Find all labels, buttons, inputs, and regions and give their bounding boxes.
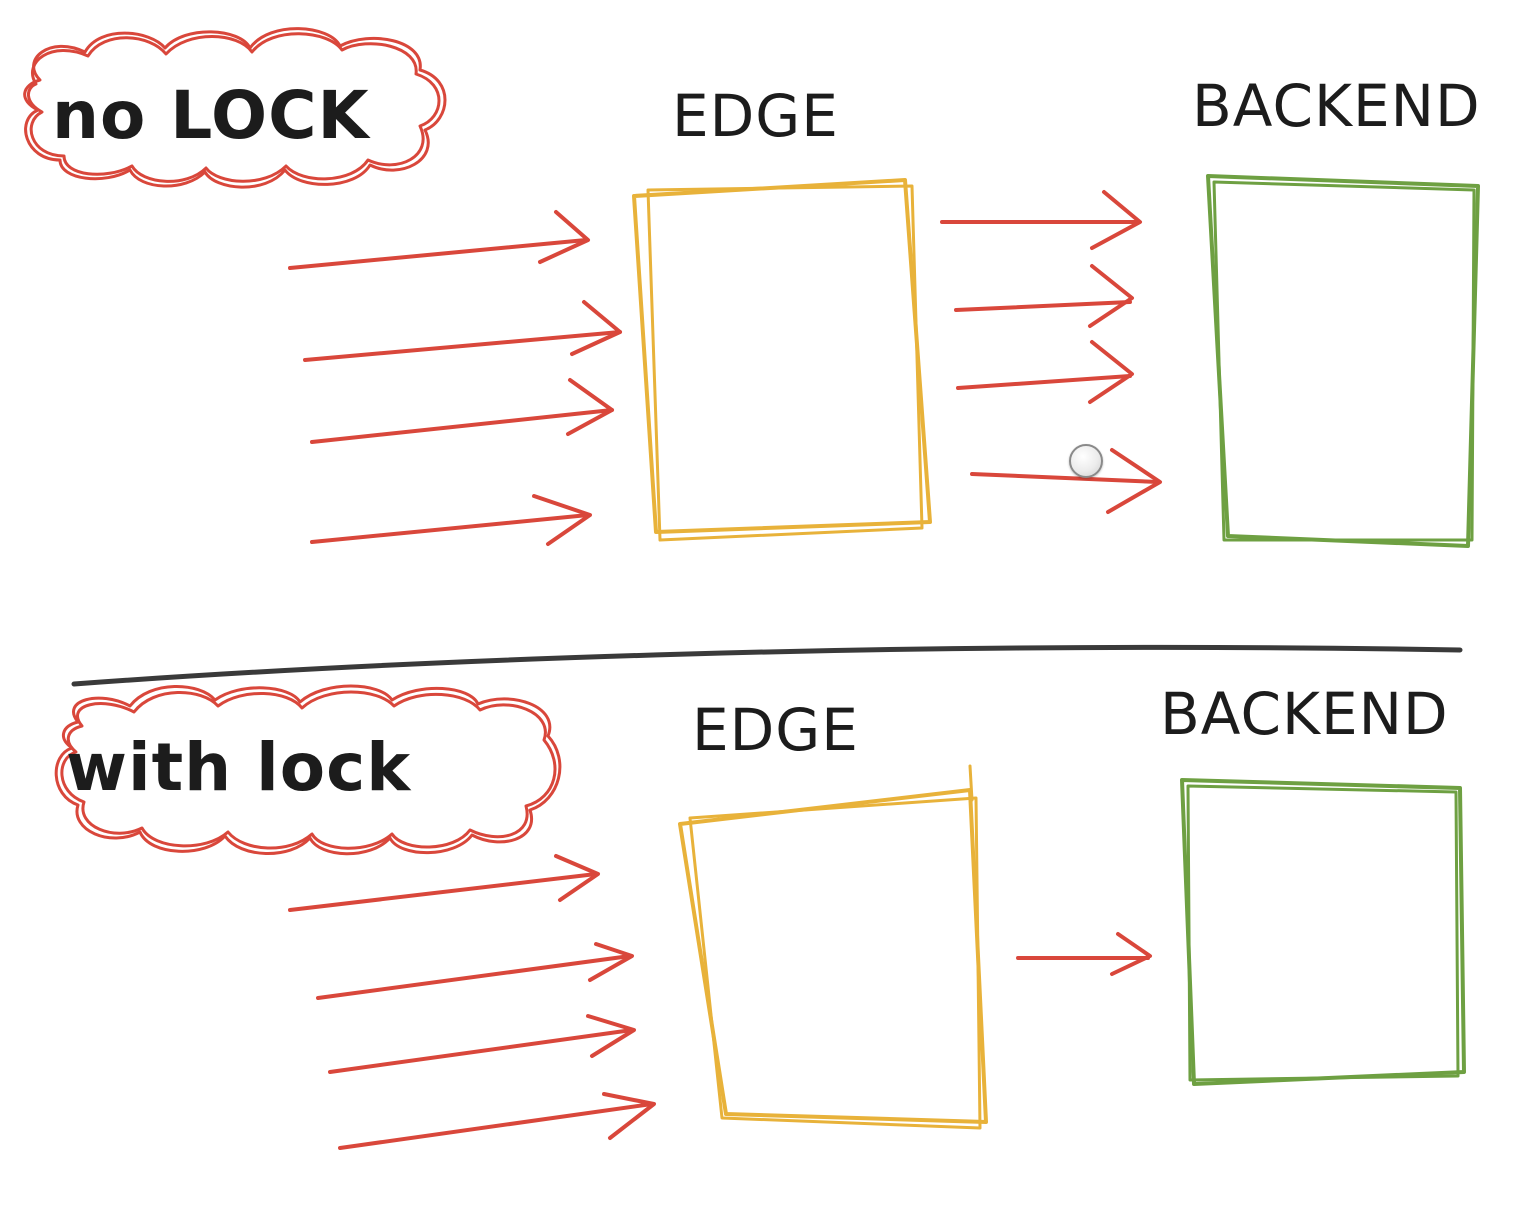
backend-box-top <box>1206 174 1480 548</box>
request-arrow <box>338 1092 656 1150</box>
backend-box-bottom <box>1180 778 1466 1086</box>
with-lock-title: with lock <box>66 729 412 806</box>
pointer-circle-icon <box>1069 444 1103 478</box>
forward-arrow <box>954 264 1134 328</box>
request-arrow <box>310 378 614 444</box>
no-lock-title: no LOCK <box>52 77 372 154</box>
request-arrow <box>288 854 600 912</box>
with-lock-cloud <box>54 684 562 856</box>
section-no-lock: no LOCK EDGE BACKEND <box>23 27 1481 548</box>
request-arrow <box>310 494 592 546</box>
forward-arrow <box>1016 932 1152 976</box>
forward-arrow <box>940 190 1142 250</box>
backend-label-top: BACKEND <box>1192 72 1481 140</box>
forward-arrow <box>970 448 1162 514</box>
forwarded-arrows-top <box>940 190 1162 514</box>
request-arrow <box>303 300 622 362</box>
edge-box-top <box>632 178 932 542</box>
no-lock-cloud <box>23 27 447 189</box>
request-arrow <box>328 1014 636 1074</box>
forward-arrow <box>956 340 1134 404</box>
edge-label-top: EDGE <box>672 82 839 150</box>
incoming-arrows-top <box>288 210 622 546</box>
request-arrow <box>316 942 634 1000</box>
edge-label-bottom: EDGE <box>692 696 859 764</box>
edge-box-bottom <box>678 764 988 1130</box>
section-divider <box>71 644 1463 687</box>
request-arrow <box>288 210 590 270</box>
incoming-arrows-bottom <box>288 854 656 1150</box>
forwarded-arrows-bottom <box>1016 932 1152 976</box>
backend-label-bottom: BACKEND <box>1160 680 1449 748</box>
section-with-lock: with lock EDGE BACKEND <box>54 680 1466 1150</box>
